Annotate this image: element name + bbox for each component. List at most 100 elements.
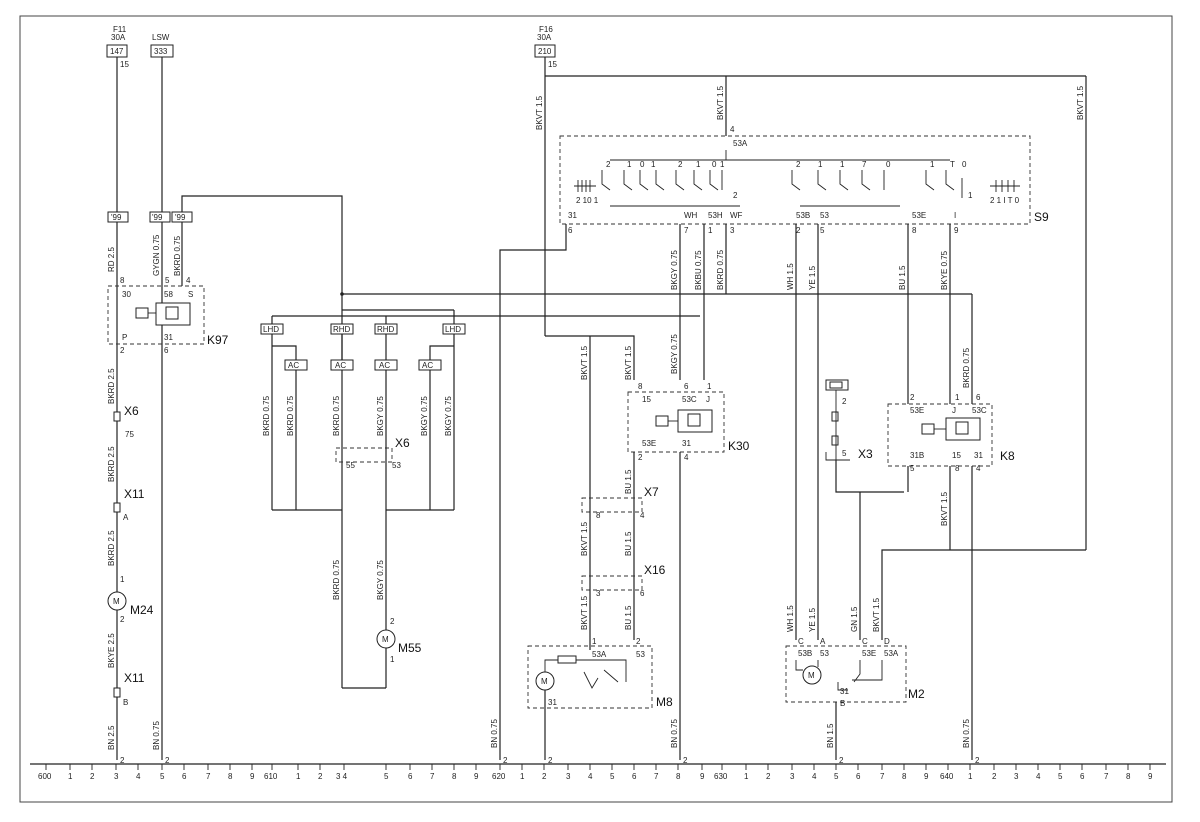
svg-text:BN 1.5: BN 1.5 bbox=[826, 723, 835, 748]
svg-text:BKVT 1.5: BKVT 1.5 bbox=[535, 95, 544, 130]
svg-text:BKYE 0.75: BKYE 0.75 bbox=[940, 250, 949, 290]
svg-text:53E: 53E bbox=[642, 439, 656, 448]
svg-text:YE 1.5: YE 1.5 bbox=[808, 265, 817, 290]
ruler-label: 2 bbox=[992, 772, 997, 781]
svg-text:1: 1 bbox=[390, 655, 395, 664]
connector-x6-mid bbox=[335, 447, 393, 463]
svg-text:53A: 53A bbox=[592, 650, 607, 659]
svg-text:BN 0.75: BN 0.75 bbox=[490, 719, 499, 748]
svg-text:BKGY 0.75: BKGY 0.75 bbox=[376, 560, 385, 600]
ground-points: 2 2 2 2 2 2 2 bbox=[120, 756, 980, 765]
svg-text:BKGY 0.75: BKGY 0.75 bbox=[444, 396, 453, 436]
svg-text:RHD: RHD bbox=[333, 325, 351, 334]
svg-text:BKVT 1.5: BKVT 1.5 bbox=[940, 491, 949, 526]
svg-text:6: 6 bbox=[640, 589, 645, 598]
svg-text:BKVT 1.5: BKVT 1.5 bbox=[580, 345, 589, 380]
svg-text:5: 5 bbox=[820, 226, 825, 235]
svg-text:GN 1.5: GN 1.5 bbox=[850, 606, 859, 632]
svg-text:YE 1.5: YE 1.5 bbox=[808, 607, 817, 632]
svg-text:53H: 53H bbox=[708, 211, 723, 220]
svg-text:BU 1.5: BU 1.5 bbox=[898, 265, 907, 290]
svg-text:1: 1 bbox=[708, 226, 713, 235]
ruler-label: 5 bbox=[160, 772, 165, 781]
svg-text:210: 210 bbox=[538, 47, 552, 56]
component-x3: 2 5 X3 bbox=[825, 379, 873, 461]
svg-text:53: 53 bbox=[820, 649, 829, 658]
svg-text:BKVT 1.5: BKVT 1.5 bbox=[872, 597, 881, 632]
svg-text:J: J bbox=[952, 406, 956, 415]
svg-text:BKRD 0.75: BKRD 0.75 bbox=[286, 395, 295, 436]
svg-text:BKRD 2.5: BKRD 2.5 bbox=[107, 368, 116, 404]
svg-text:8: 8 bbox=[638, 382, 643, 391]
svg-text:X11: X11 bbox=[124, 671, 145, 685]
svg-text:53E: 53E bbox=[910, 406, 924, 415]
svg-text:31: 31 bbox=[548, 698, 557, 707]
svg-text:4: 4 bbox=[640, 511, 645, 520]
ruler-label: 1 bbox=[68, 772, 73, 781]
svg-text:BKGY 0.75: BKGY 0.75 bbox=[670, 334, 679, 374]
svg-text:2: 2 bbox=[120, 346, 125, 355]
ruler-label: 7 bbox=[880, 772, 885, 781]
ruler-label: 1 bbox=[296, 772, 301, 781]
svg-text:AC: AC bbox=[379, 361, 390, 370]
svg-text:BU 1.5: BU 1.5 bbox=[624, 531, 633, 556]
svg-text:2: 2 bbox=[975, 756, 980, 765]
svg-text:53B: 53B bbox=[796, 211, 810, 220]
svg-text:53: 53 bbox=[820, 211, 829, 220]
svg-text:BKGY 0.75: BKGY 0.75 bbox=[420, 396, 429, 436]
svg-text:X11: X11 bbox=[124, 487, 145, 501]
ruler-label: 4 bbox=[812, 772, 817, 781]
svg-text:31: 31 bbox=[974, 451, 983, 460]
ruler-label: 7 bbox=[206, 772, 211, 781]
svg-text:BKGY 0.75: BKGY 0.75 bbox=[670, 250, 679, 290]
svg-text:9: 9 bbox=[954, 226, 959, 235]
svg-text:S: S bbox=[188, 290, 193, 299]
svg-text:53C: 53C bbox=[972, 406, 987, 415]
connector-x11-b bbox=[113, 687, 121, 698]
svg-text:'99: '99 bbox=[111, 213, 122, 222]
ruler-label: 600 bbox=[38, 772, 52, 781]
svg-text:53B: 53B bbox=[798, 649, 812, 658]
ruler-label: 6 bbox=[1080, 772, 1085, 781]
svg-text:1: 1 bbox=[707, 382, 712, 391]
svg-text:30A: 30A bbox=[111, 33, 126, 42]
fuse-lsw: LSW 333 bbox=[150, 33, 174, 58]
svg-text:1: 1 bbox=[720, 160, 725, 169]
svg-text:2: 2 bbox=[796, 160, 801, 169]
svg-text:M24: M24 bbox=[130, 603, 154, 617]
ruler-label: 9 bbox=[474, 772, 479, 781]
svg-text:5: 5 bbox=[165, 276, 170, 285]
ruler-label: 6 bbox=[408, 772, 413, 781]
svg-text:2: 2 bbox=[733, 191, 738, 200]
svg-text:15: 15 bbox=[548, 60, 557, 69]
svg-text:2: 2 bbox=[842, 397, 847, 406]
svg-text:6: 6 bbox=[684, 382, 689, 391]
svg-text:8: 8 bbox=[596, 511, 601, 520]
svg-text:147: 147 bbox=[110, 47, 124, 56]
ruler-label: 620 bbox=[492, 772, 506, 781]
connector-x11-a bbox=[113, 502, 121, 513]
svg-text:15: 15 bbox=[642, 395, 651, 404]
svg-text:5: 5 bbox=[910, 464, 915, 473]
svg-text:BN 0.75: BN 0.75 bbox=[152, 721, 161, 750]
svg-text:4: 4 bbox=[730, 125, 735, 134]
svg-text:BKRD 0.75: BKRD 0.75 bbox=[173, 235, 182, 276]
svg-text:M: M bbox=[113, 597, 120, 606]
svg-text:M: M bbox=[382, 635, 389, 644]
svg-text:58: 58 bbox=[164, 290, 173, 299]
svg-text:2: 2 bbox=[636, 637, 641, 646]
ruler-label: 4 bbox=[136, 772, 141, 781]
svg-text:BKYE 2.5: BKYE 2.5 bbox=[107, 633, 116, 668]
svg-text:'99: '99 bbox=[175, 213, 186, 222]
svg-text:K30: K30 bbox=[728, 439, 750, 453]
svg-text:6: 6 bbox=[568, 226, 573, 235]
svg-text:1: 1 bbox=[592, 637, 597, 646]
svg-text:RD 2.5: RD 2.5 bbox=[107, 247, 116, 272]
svg-text:J: J bbox=[706, 395, 710, 404]
svg-text:T: T bbox=[950, 160, 955, 169]
ruler-label: 1 bbox=[744, 772, 749, 781]
